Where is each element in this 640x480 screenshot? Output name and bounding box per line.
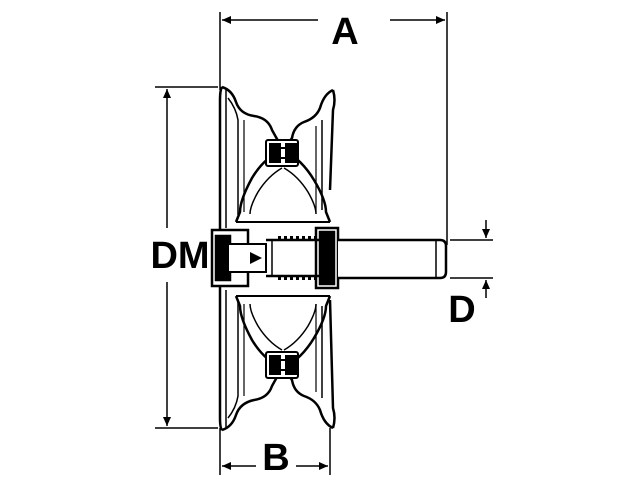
dimension-b: B xyxy=(219,428,331,479)
dimension-dm: DM xyxy=(150,86,218,429)
axle xyxy=(338,238,448,280)
top-left-flange xyxy=(221,85,284,149)
label-d: D xyxy=(448,289,475,331)
bottom-spoke-inner xyxy=(283,303,317,351)
hub xyxy=(210,221,340,297)
bottom-bolt xyxy=(265,351,299,379)
label-a: A xyxy=(331,11,358,53)
dimension-d: D xyxy=(448,220,493,331)
top-right-flange xyxy=(282,88,334,151)
rim-right-top xyxy=(328,89,336,191)
top-spoke-inner xyxy=(249,167,283,215)
dimension-a: A xyxy=(219,11,448,245)
bottom-right-flange xyxy=(282,367,334,430)
rim-right-bottom xyxy=(328,299,336,429)
bottom-left-flange xyxy=(221,367,284,432)
top-spoke-inner xyxy=(283,167,317,215)
top-bolt xyxy=(265,139,299,167)
bottom-left-groove xyxy=(227,300,239,419)
label-b: B xyxy=(262,437,289,479)
bottom-spoke-inner xyxy=(249,303,283,351)
label-dm: DM xyxy=(150,235,209,277)
top-left-groove xyxy=(227,97,239,215)
